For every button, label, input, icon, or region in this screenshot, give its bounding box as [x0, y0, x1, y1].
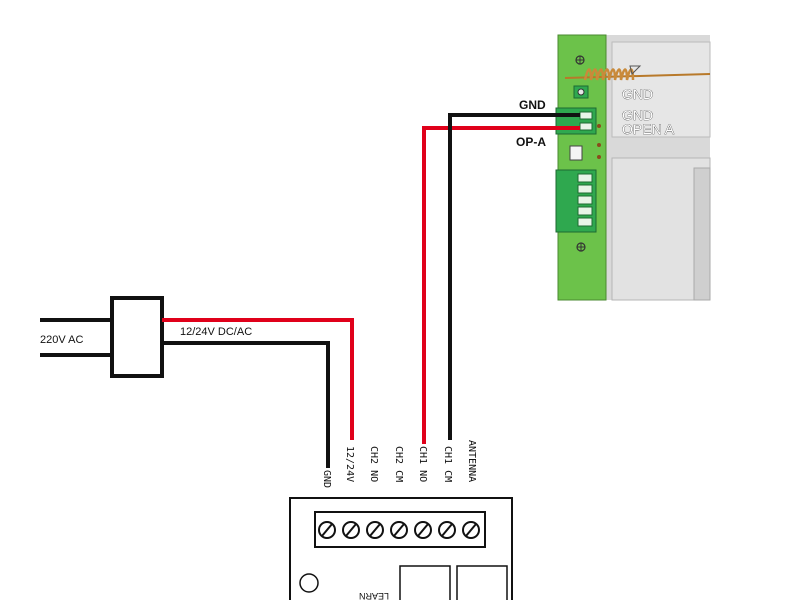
antenna-spring: [583, 68, 635, 81]
multi-pin-5: [577, 217, 593, 227]
connector-pin-2: [579, 122, 593, 131]
led-1: [597, 124, 601, 128]
wire-open-a: [422, 126, 580, 444]
board-label-gnd-2: GND: [622, 107, 653, 123]
board-housing-panel: [611, 41, 711, 138]
terminal-label-ch2-no: CH2 NO: [368, 446, 379, 482]
terminal-screw-ch2-no: [366, 521, 384, 539]
power-adapter-box: [110, 296, 164, 378]
terminal-screw-antenna: [462, 521, 480, 539]
wire-power-ground: [162, 341, 330, 468]
gnd-open-connector: [555, 107, 597, 135]
wire-gnd-label: GND: [519, 98, 546, 112]
terminal-labels: GND 12/24V CH2 NO CH2 CM CH1 NO CH1 CM A…: [321, 440, 477, 488]
wire-gnd: [448, 113, 580, 440]
wire-opa-label: OP-A: [516, 135, 546, 149]
terminal-label-ch1-no: CH1 NO: [417, 446, 428, 482]
terminal-label-ch1-cm: CH1 CM: [442, 446, 453, 482]
connector-pin-1: [579, 111, 593, 120]
relay-ch2: [399, 565, 451, 600]
multi-pin-1: [577, 173, 593, 183]
multi-pin-connector: [555, 169, 597, 233]
jumper-header: [569, 145, 583, 161]
multi-pin-4: [577, 206, 593, 216]
multi-pin-3: [577, 195, 593, 205]
board-label-open-a: OPEN A: [622, 121, 675, 137]
terminal-screw-ch1-no: [414, 521, 432, 539]
board-label-gnd-1: GND: [622, 86, 653, 102]
led-3: [597, 155, 601, 159]
terminal-block: [314, 511, 486, 548]
terminal-screw-ch2-cm: [390, 521, 408, 539]
terminal-label-ch2-cm: CH2 CM: [393, 446, 404, 482]
learn-button[interactable]: [299, 573, 319, 593]
terminal-label-12-24v: 12/24V: [344, 446, 355, 482]
multi-pin-2: [577, 184, 593, 194]
dc-output-label: 12/24V DC/AC: [180, 326, 252, 338]
receiver-module: GND 12/24V CH2 NO CH2 CM CH1 NO CH1 CM A…: [289, 440, 513, 600]
ac-input-label: 220V AC: [40, 334, 83, 346]
learn-label: LEARN: [359, 591, 389, 600]
led-2: [597, 143, 601, 147]
terminal-screw-gnd: [318, 521, 336, 539]
antenna-tip: [629, 65, 642, 75]
wires: [162, 113, 580, 468]
antenna-wire: [564, 73, 711, 79]
gate-controller-board: GND GND OPEN A: [555, 34, 711, 301]
wire-power-positive: [162, 318, 354, 440]
antenna-terminal-screw: [577, 88, 585, 96]
terminal-screw-12-24v: [342, 521, 360, 539]
relay-ch1: [456, 565, 508, 600]
board-housing-inner: [693, 167, 711, 301]
terminal-label-antenna: ANTENNA: [466, 440, 477, 482]
terminal-screw-ch1-cm: [438, 521, 456, 539]
power-supply: 220V AC 12/24V DC/AC: [40, 296, 252, 378]
antenna-coil: [564, 65, 711, 81]
terminal-label-gnd: GND: [321, 470, 332, 488]
